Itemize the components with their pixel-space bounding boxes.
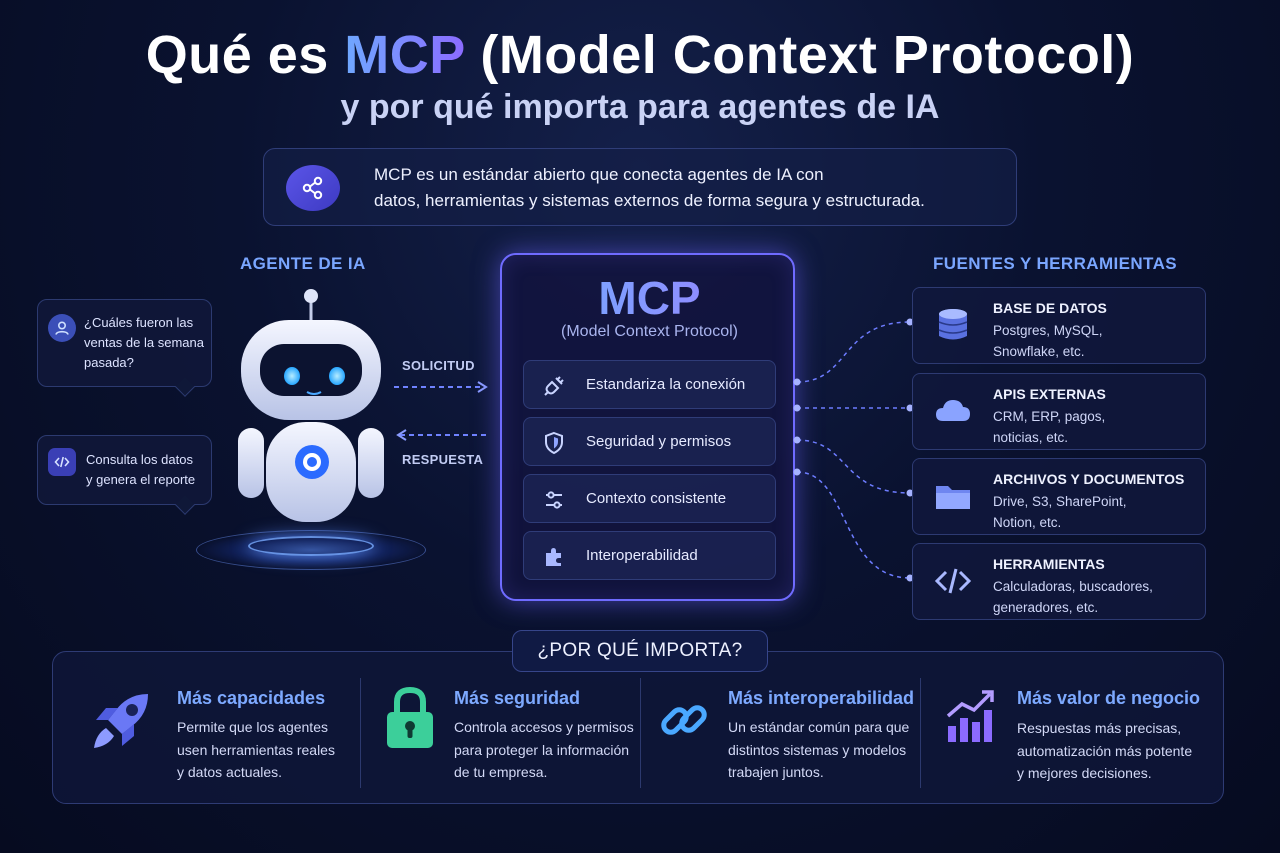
- user-icon: [48, 314, 76, 342]
- connector-lines: [793, 318, 914, 582]
- source-card-files: ARCHIVOS Y DOCUMENTOS Drive, S3, SharePo…: [912, 458, 1206, 535]
- bubble-1-line: ¿Cuáles fueron las: [84, 315, 194, 330]
- mcp-item-standardize: Estandariza la conexión: [523, 360, 776, 409]
- title-prefix: Qué es: [145, 25, 345, 85]
- page-title: Qué es MCP (Model Context Protocol): [0, 24, 1280, 86]
- response-arrow: [396, 429, 490, 441]
- why-col-line: Un estándar común para que: [728, 719, 910, 735]
- user-question-bubble: ¿Cuáles fueron las ventas de la semana p…: [37, 299, 212, 397]
- intro-text: MCP es un estándar abierto que conecta a…: [374, 162, 1004, 214]
- mcp-item-context: Contexto consistente: [523, 474, 776, 523]
- mcp-item-label: Estandariza la conexión: [586, 376, 746, 393]
- bubble-2-line: Consulta los datos: [86, 452, 193, 467]
- puzzle-icon: [546, 548, 561, 566]
- intro-card: MCP es un estándar abierto que conecta a…: [263, 148, 1017, 226]
- intro-line-1: MCP es un estándar abierto que conecta a…: [374, 165, 824, 184]
- source-card-database: BASE DE DATOS Postgres, MySQL, Snowflake…: [912, 287, 1206, 364]
- mcp-core-box: MCP (Model Context Protocol) Estandariza…: [500, 253, 795, 601]
- why-col-title: Más seguridad: [454, 688, 581, 708]
- title-accent: MCP: [344, 25, 465, 85]
- growth-chart-icon: [946, 690, 994, 742]
- robot-illustration: [238, 289, 384, 522]
- code-icon: [934, 568, 972, 594]
- source-card-line: noticias, etc.: [993, 430, 1069, 445]
- source-card-tools: HERRAMIENTAS Calculadoras, buscadores, g…: [912, 543, 1206, 620]
- source-card-line: generadores, etc.: [993, 600, 1099, 615]
- agent-heading: AGENTE DE IA: [240, 254, 366, 273]
- request-arrow: [394, 381, 488, 393]
- why-divider: [640, 678, 641, 788]
- plug-icon: [544, 376, 564, 396]
- mcp-subtitle: (Model Context Protocol): [561, 323, 738, 340]
- bubble-tail: [175, 377, 195, 397]
- response-label: RESPUESTA: [402, 452, 484, 467]
- bubble-tail: [175, 495, 195, 515]
- why-section: [52, 651, 1224, 804]
- why-col-line: y mejores decisiones.: [1017, 765, 1152, 781]
- rocket-icon: [94, 694, 148, 748]
- title-suffix: (Model Context Protocol): [464, 25, 1135, 85]
- mcp-item-security: Seguridad y permisos: [523, 417, 776, 466]
- why-col-line: para proteger la información: [454, 741, 630, 758]
- why-col-line: Permite que los agentes: [177, 719, 328, 735]
- folder-icon: [936, 486, 970, 509]
- why-divider: [360, 678, 361, 788]
- source-card-line: Postgres, MySQL,: [993, 323, 1103, 338]
- mcp-title: MCP: [502, 271, 797, 325]
- bubble-1-line: pasada?: [84, 355, 134, 370]
- source-card-apis: APIS EXTERNAS CRM, ERP, pagos, noticias,…: [912, 373, 1206, 450]
- mcp-item-label: Contexto consistente: [586, 490, 727, 507]
- database-icon: [938, 309, 968, 340]
- page-subtitle: y por qué importa para agentes de IA: [340, 88, 940, 126]
- why-col-line: automatización más potente: [1017, 742, 1193, 759]
- lock-icon: [387, 686, 433, 748]
- source-card-line: Notion, etc.: [993, 515, 1062, 530]
- bubble-2-line: y genera el reporte: [86, 472, 196, 487]
- why-col-line: de tu empresa.: [454, 764, 548, 780]
- why-col-line: usen herramientas reales: [177, 741, 335, 758]
- mcp-item-label: Seguridad y permisos: [586, 433, 732, 450]
- code-icon: [48, 448, 76, 476]
- mcp-item-label: Interoperabilidad: [586, 547, 698, 564]
- link-icon: [661, 705, 707, 735]
- why-col-title: Más valor de negocio: [1017, 688, 1201, 708]
- agent-action-bubble: Consulta los datos y genera el reporte: [37, 435, 212, 515]
- mcp-item-interop: Interoperabilidad: [523, 531, 776, 580]
- robot-platform-ring: [248, 536, 374, 556]
- cloud-icon: [936, 400, 970, 421]
- sources-heading: FUENTES Y HERRAMIENTAS: [933, 254, 1177, 273]
- why-col-line: y datos actuales.: [177, 764, 283, 780]
- sliders-icon: [546, 491, 562, 509]
- source-card-line: Snowflake, etc.: [993, 344, 1085, 359]
- why-col-title: Más capacidades: [177, 688, 326, 708]
- share-icon: [286, 165, 340, 211]
- why-col-line: distintos sistemas y modelos: [728, 741, 907, 758]
- source-card-line: Drive, S3, SharePoint,: [993, 494, 1127, 509]
- intro-line-2: datos, herramientas y sistemas externos …: [374, 191, 925, 210]
- source-card-title: APIS EXTERNAS: [993, 386, 1106, 402]
- why-col-line: Respuestas más precisas,: [1017, 720, 1182, 736]
- source-card-title: ARCHIVOS Y DOCUMENTOS: [993, 471, 1185, 487]
- why-col-line: trabajen juntos.: [728, 764, 824, 780]
- source-card-title: HERRAMIENTAS: [993, 556, 1105, 572]
- shield-icon: [545, 431, 563, 455]
- source-card-title: BASE DE DATOS: [993, 300, 1107, 316]
- why-divider: [920, 678, 921, 788]
- why-col-line: Controla accesos y permisos: [454, 719, 634, 735]
- why-heading: ¿POR QUÉ IMPORTA?: [512, 630, 768, 672]
- source-card-line: CRM, ERP, pagos,: [993, 409, 1106, 424]
- source-card-line: Calculadoras, buscadores,: [993, 579, 1153, 594]
- why-col-title: Más interoperabilidad: [728, 688, 915, 708]
- bubble-1-line: ventas de la semana: [84, 335, 204, 350]
- request-label: SOLICITUD: [402, 358, 475, 373]
